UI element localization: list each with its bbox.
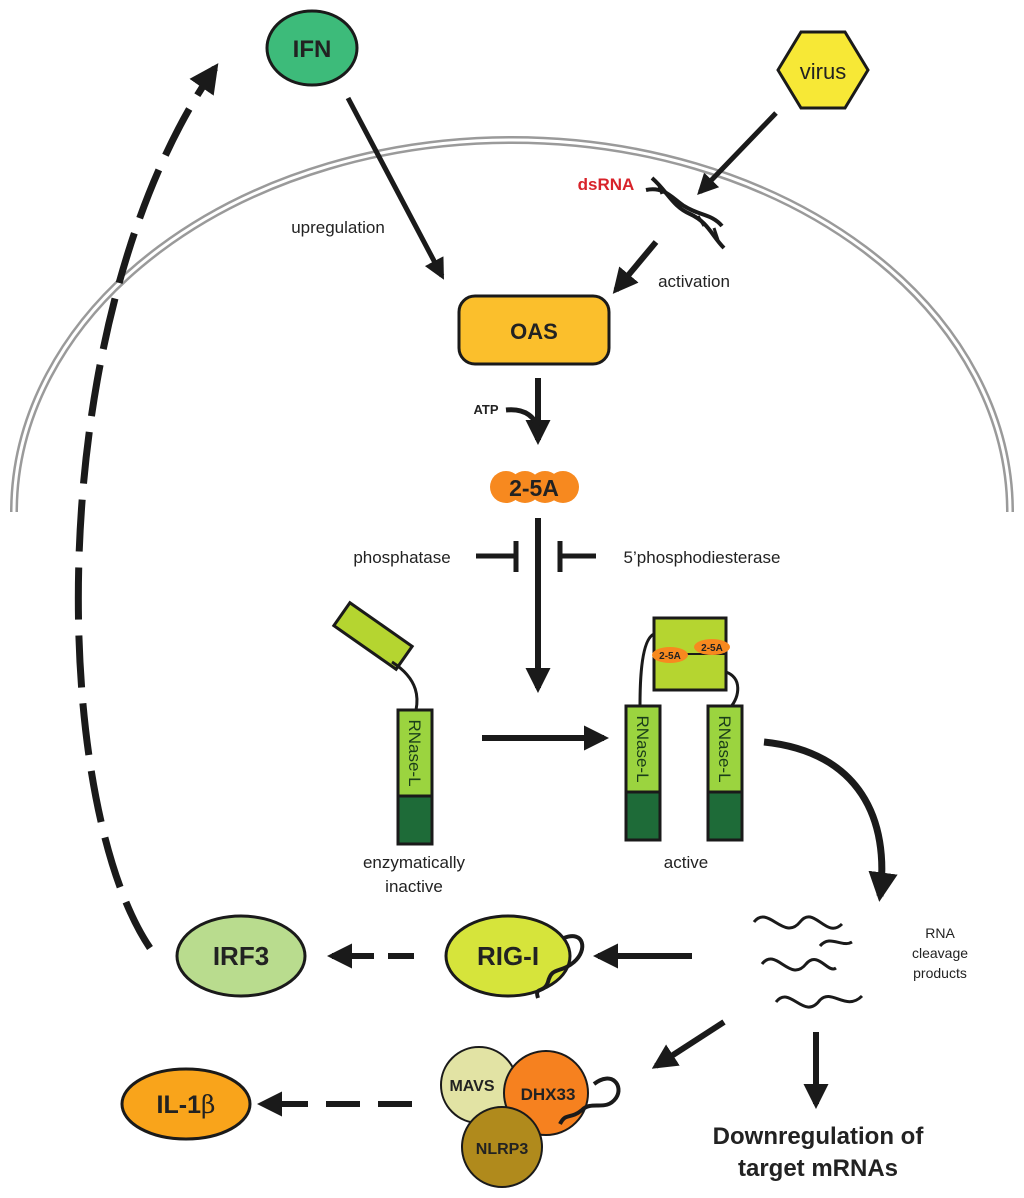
rnase-l-active-dimer: 2-5A 2-5A RNase-L RNase-L bbox=[624, 616, 744, 842]
active-to-cleavage-arrow bbox=[763, 738, 898, 902]
rna-label: RNA bbox=[925, 925, 955, 941]
2-5a-node: 2-5A bbox=[490, 471, 579, 503]
dsrna-label: dsRNA bbox=[578, 175, 635, 194]
rnase-l-inactive-label: RNase-L bbox=[405, 719, 424, 786]
phosphatase-inhibition bbox=[476, 541, 519, 572]
upregulation-label: upregulation bbox=[291, 218, 385, 237]
il-1b-node: IL-1β bbox=[120, 1067, 252, 1141]
rig-i-node: RIG-I bbox=[444, 914, 585, 999]
phosphodiesterase-label: 5’phosphodiesterase bbox=[624, 548, 781, 567]
downregulation-label-line1: Downregulation of bbox=[713, 1123, 925, 1150]
irf3-node: IRF3 bbox=[175, 914, 307, 998]
oas-label: OAS bbox=[510, 319, 558, 344]
dsrna-to-oas-arrow bbox=[612, 240, 659, 294]
cleavage-label: cleavage bbox=[912, 945, 968, 961]
cleavage-to-mavs-complex-arrow bbox=[651, 1019, 726, 1069]
rnase-l-active-right-label: RNase-L bbox=[715, 715, 734, 782]
ifn-to-oas-arrow bbox=[345, 96, 445, 280]
rnase-l-active-left-label: RNase-L bbox=[633, 715, 652, 782]
2-5a-label: 2-5A bbox=[509, 475, 559, 501]
virus-node: virus bbox=[776, 30, 870, 110]
irf3-label: IRF3 bbox=[213, 941, 269, 971]
2-5a-small-right: 2-5A bbox=[701, 643, 723, 654]
oas-node: OAS bbox=[457, 294, 611, 366]
cell-membrane bbox=[10, 136, 1014, 513]
atp-label: ATP bbox=[473, 402, 498, 417]
il-1b-label: IL-1β bbox=[157, 1090, 216, 1119]
phosphodiesterase-inhibition bbox=[557, 541, 596, 572]
inflammasome-complex: MAVS DHX33 NLRP3 bbox=[440, 1046, 621, 1188]
rnase-l-inactive: RNase-L bbox=[331, 600, 434, 846]
inactive-label: inactive bbox=[385, 877, 443, 896]
downregulation-label-line2: target mRNAs bbox=[738, 1155, 898, 1182]
phosphatase-label: phosphatase bbox=[353, 548, 450, 567]
ifn-node: IFN bbox=[265, 9, 359, 87]
rna-cleavage-products bbox=[752, 915, 864, 1009]
2-5a-small-left: 2-5A bbox=[659, 651, 681, 662]
virus-label: virus bbox=[800, 59, 846, 84]
ifn-label: IFN bbox=[293, 36, 332, 63]
nlrp3-label: NLRP3 bbox=[476, 1141, 529, 1158]
dsrna-helix bbox=[645, 176, 726, 250]
irf3-to-ifn-feedback-arrow bbox=[74, 63, 219, 950]
rig-i-label: RIG-I bbox=[477, 941, 539, 971]
mavs-label: MAVS bbox=[449, 1078, 494, 1095]
activation-label: activation bbox=[658, 272, 730, 291]
virus-to-dsrna-arrow bbox=[697, 111, 778, 196]
enzymatically-label: enzymatically bbox=[363, 853, 466, 872]
active-label: active bbox=[664, 853, 708, 872]
products-label: products bbox=[913, 965, 967, 981]
dhx33-label: DHX33 bbox=[521, 1085, 576, 1104]
atp-input-curve bbox=[505, 407, 541, 431]
